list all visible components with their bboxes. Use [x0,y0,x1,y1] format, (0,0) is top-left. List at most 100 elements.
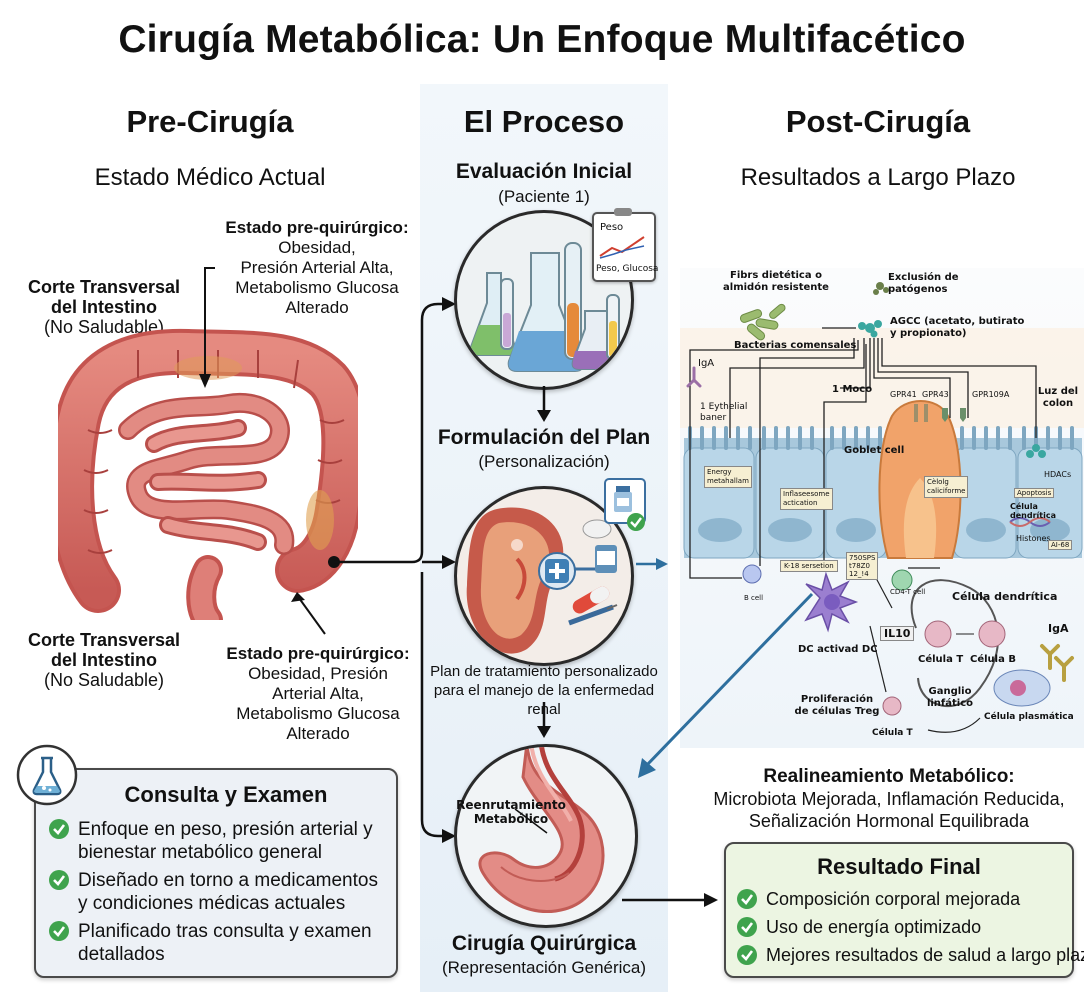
t-cell-label: Célula T [918,654,964,665]
b-cell-label: B cell [744,594,764,602]
fiber-label-line: almidón resistente [723,282,829,293]
codes-line: 12_!4 [849,570,869,578]
lymph-node-label: Ganglio linfático [922,686,978,710]
ai68-label: AI-68 [1048,540,1073,550]
plan-caption-line: Plan de tratamiento personalizado [430,663,658,680]
plan-circle [454,486,634,666]
colon-lumen-label: Luz del colon [1034,386,1082,410]
final-result-item-text: Mejores resultados de salud a largo plaz… [766,945,1084,965]
cross-section-top-label: Corte Transversal del Intestino (No Salu… [18,277,190,337]
final-result-item: Mejores resultados de salud a largo plaz… [736,944,1084,966]
rerouting-label-line: Reenrutamiento [456,798,566,812]
goblet-caliciform-line: caliciforme [927,487,966,495]
energy-metabolism-label: Energy metahallam [704,466,752,488]
gpr41-label: GPR41 [890,390,917,399]
b-cell-node-label: Célula B [970,654,1016,665]
chart-clipboard: Peso Peso, Glucosa [592,208,659,282]
apoptosis-label: Apoptosis [1014,488,1055,498]
scfa-label-line: AGCC (acetato, butirato [890,316,1025,327]
check-icon [49,870,69,890]
pre-state-bottom-line: Metabolismo Glucosa [236,704,400,723]
treg-proliferation-line: de células Treg [794,706,880,717]
pre-surgery-subheading: Estado Médico Actual [94,164,326,191]
pathogen-exclusion-line: patógenos [888,284,948,295]
pre-state-top: Estado pre-quirúrgico: Obesidad, Presión… [212,218,422,318]
intestine-illustration [58,328,358,620]
pre-surgery-heading: Pre-Cirugía [126,104,294,139]
consult-item-line: detallados [78,944,165,965]
step3-subtitle: (Representación Genérica) [441,958,647,977]
realignment-line: Señalización Hormonal Equilibrada [748,811,1030,831]
step2-subtitle: (Personalización) [478,452,610,471]
il10-label: IL10 [880,626,915,641]
scfa-label-line: y propionato) [890,328,967,339]
epithelial-barrier-line: 1 Eythelial [700,402,748,412]
inflammasome-label: Inflaseesome actication [780,488,833,510]
fiber-label-line: Fibrs dietética o [730,270,822,281]
pre-state-bottom-line: Arterial Alta, [272,684,364,703]
plan-caption: Plan de tratamiento personalizado para e… [420,662,668,719]
colon-lumen-line: colon [1042,398,1074,409]
stomach-illustration [478,747,605,913]
cross-section-top-note: (No Saludable) [43,317,165,337]
mucus-label: 1 Moco [832,384,873,395]
lymph-node-line: linfático [926,698,974,709]
cross-section-bottom-title: Corte Transversal [27,630,181,650]
hdacs-label: HDACs [1044,470,1072,479]
cross-section-top-title: Corte Transversal [27,277,181,297]
check-icon [49,921,69,941]
cross-section-top-title: del Intestino [50,297,157,317]
pre-state-top-line: Presión Arterial Alta, [240,258,394,277]
pathogen-exclusion-label: Exclusión de patógenos [888,272,959,296]
verified-check-icon [627,513,645,531]
iga-top-label: IgA [698,358,715,369]
treg-proliferation-label: Proliferación de células Treg [794,694,880,718]
clipboard-clip [614,208,632,216]
pre-state-bottom-title: Estado pre-quirúrgico: [226,644,410,663]
inflammasome-line: actication [783,499,818,507]
consult-title: Consulta y Examen [124,782,328,807]
step1-title: Evaluación Inicial [455,160,633,183]
pre-pointer-arrows [199,267,326,635]
consult-box: Consulta y Examen Enfoque en peso, presi… [34,768,398,978]
final-result-item-text: Uso de energía optimizado [766,917,982,937]
clipboard-caption: Peso, Glucosa [596,264,659,274]
check-icon [737,889,757,909]
final-result-title: Resultado Final [817,854,981,879]
post-surgery-subheading: Resultados a Largo Plazo [740,164,1016,191]
check-icon [737,917,757,937]
metabolic-realignment: Realineamiento Metabólico: Microbiota Me… [694,766,1084,832]
goblet-caliciform-label: Cèlolg caliciforme [924,476,969,498]
pre-state-top-title: Estado pre-quirúrgico: [225,218,409,237]
realignment-title: Realineamiento Metabólico: [763,766,1015,787]
feedback-arrow [638,592,814,778]
process-heading: El Proceso [463,104,625,139]
fiber-label: Fibrs dietética o almidón resistente [722,270,830,294]
arrow-right-icon [622,893,718,907]
consult-item-line: Diseñado en torno a medicamentos [78,870,378,891]
surgery-circle [454,744,638,928]
kidney-illustration [466,507,618,654]
goblet-cell-label: Goblet cell [844,445,905,456]
codes-label: 750SPS t78Z0 12_!4 [846,552,879,580]
cross-section-bottom-title: del Intestino [50,650,157,670]
epithelial-barrier-label: 1 Eythelial baner [700,402,747,424]
flask-icon [16,744,78,806]
pre-state-top-line: Metabolismo Glucosa [235,278,399,297]
consult-item-line: y condiciones médicas actuales [78,893,346,914]
dendritic-cell-small-label: Célula dendrítica [1010,502,1056,520]
codes-line: t78Z0 [849,562,870,570]
realignment-line: Microbiota Mejorada, Inflamación Reducid… [713,789,1065,809]
dendritic-cell-label: Célula dendrítica [952,590,1058,603]
pill-bottle-icon [614,486,632,512]
gpr109a-label: GPR109A [972,390,1010,399]
trend-chart-icon [599,236,645,259]
goblet-caliciform-line: Cèlolg [927,478,949,486]
final-result-box: Resultado Final Composición corporal mej… [724,842,1084,978]
page-title: Cirugía Metabólica: Un Enfoque Multifacé… [118,18,966,61]
arrow-down-icon [537,702,551,738]
pre-state-top-line: Obesidad, [278,238,356,257]
